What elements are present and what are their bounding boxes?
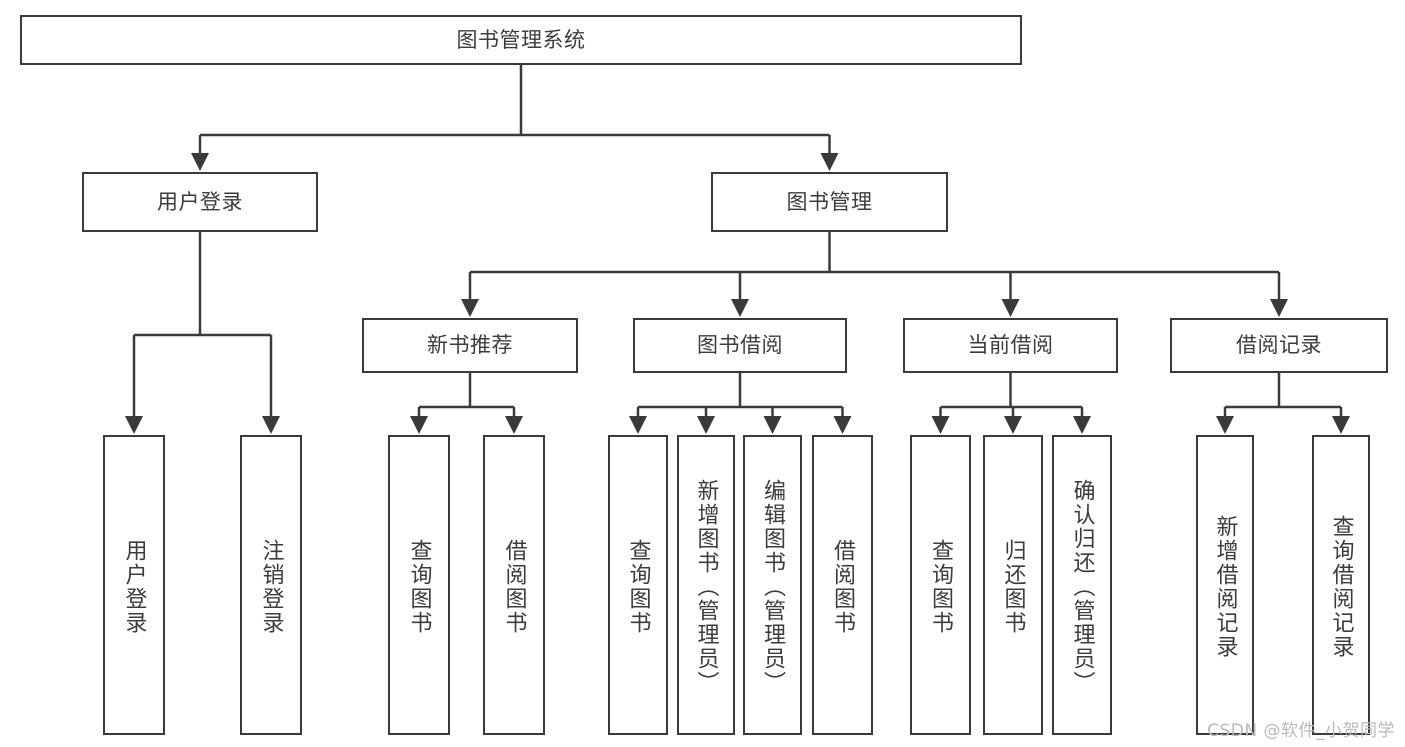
node-leaf-record-query[interactable]: 查询借阅记录 [1312,435,1370,735]
node-label-leaf-rec-borrow-book: 借阅图书 [501,539,527,635]
node-label-leaf-borrow-borrow-book: 借阅图书 [830,539,856,635]
node-leaf-rec-borrow-book[interactable]: 借阅图书 [483,435,545,735]
arrow-head-icon-leaf-current-confirm-return [1073,416,1091,434]
node-leaf-current-return-book[interactable]: 归还图书 [983,435,1043,735]
node-label-leaf-current-confirm-return: 确认归还（管理员） [1069,479,1095,695]
node-leaf-user-login[interactable]: 用户登录 [103,435,165,735]
arrow-head-icon-leaf-current-query-book [931,416,950,434]
node-label-leaf-borrow-add-book: 新增图书（管理员） [693,479,719,695]
node-leaf-current-confirm-return[interactable]: 确认归还（管理员） [1052,435,1112,735]
arrow-head-icon-book-manage [820,153,839,171]
arrow-head-icon-leaf-record-add [1216,416,1234,434]
node-label-leaf-current-return-book: 归还图书 [1000,539,1026,635]
node-label-leaf-current-query-book: 查询图书 [928,539,954,635]
watermark-text: CSDN @软件_小贺同学 [1207,721,1395,741]
node-label-leaf-user-login: 用户登录 [121,539,147,635]
node-label-leaf-rec-query-book: 查询图书 [406,539,432,635]
node-label-leaf-borrow-edit-book: 编辑图书（管理员） [760,479,786,695]
node-new-book-rec[interactable]: 新书推荐 [362,318,578,373]
node-label-new-book-rec: 新书推荐 [427,333,513,358]
node-label-borrow-record: 借阅记录 [1236,333,1322,358]
arrow-head-icon-new-book-rec [461,299,479,317]
node-leaf-current-query-book[interactable]: 查询图书 [910,435,971,735]
node-leaf-user-logout[interactable]: 注销登录 [240,435,302,735]
arrow-head-icon-leaf-rec-borrow-book [505,416,523,434]
node-label-book-borrow: 图书借阅 [697,333,783,358]
arrow-head-icon-user-login [191,153,209,171]
node-label-leaf-user-logout: 注销登录 [258,539,284,635]
node-label-current-borrow: 当前借阅 [967,333,1054,358]
arrow-head-icon-leaf-borrow-edit-book [763,416,782,434]
node-label-leaf-borrow-query-book: 查询图书 [625,539,651,635]
node-leaf-record-add[interactable]: 新增借阅记录 [1196,435,1254,735]
node-book-borrow[interactable]: 图书借阅 [633,318,847,373]
node-label-leaf-record-query: 查询借阅记录 [1328,515,1354,659]
arrow-head-icon-leaf-borrow-add-book [697,416,715,434]
node-user-login[interactable]: 用户登录 [82,172,318,232]
arrow-head-icon-leaf-borrow-borrow-book [833,416,852,434]
arrow-head-icon-leaf-borrow-query-book [629,416,647,434]
node-label-root: 图书管理系统 [456,27,586,52]
arrow-head-icon-leaf-user-logout [262,416,280,434]
arrow-head-icon-borrow-record [1270,299,1288,317]
node-label-user-login: 用户登录 [157,189,243,214]
arrow-head-icon-leaf-user-login [125,416,143,434]
arrow-head-icon-leaf-current-return-book [1004,416,1022,434]
arrow-head-icon-book-borrow [731,299,749,317]
node-leaf-borrow-edit-book[interactable]: 编辑图书（管理员） [743,435,802,735]
node-current-borrow[interactable]: 当前借阅 [903,318,1118,373]
node-borrow-record[interactable]: 借阅记录 [1170,318,1388,373]
arrow-head-icon-leaf-rec-query-book [410,416,428,434]
node-label-book-manage: 图书管理 [786,189,873,214]
node-leaf-borrow-add-book[interactable]: 新增图书（管理员） [677,435,735,735]
node-book-manage[interactable]: 图书管理 [711,172,948,232]
node-leaf-borrow-query-book[interactable]: 查询图书 [608,435,668,735]
node-leaf-rec-query-book[interactable]: 查询图书 [388,435,450,735]
node-label-leaf-record-add: 新增借阅记录 [1212,515,1238,659]
arrow-head-icon-leaf-record-query [1332,416,1350,434]
arrow-head-icon-current-borrow [1001,299,1020,317]
node-root[interactable]: 图书管理系统 [20,15,1022,65]
node-leaf-borrow-borrow-book[interactable]: 借阅图书 [812,435,873,735]
